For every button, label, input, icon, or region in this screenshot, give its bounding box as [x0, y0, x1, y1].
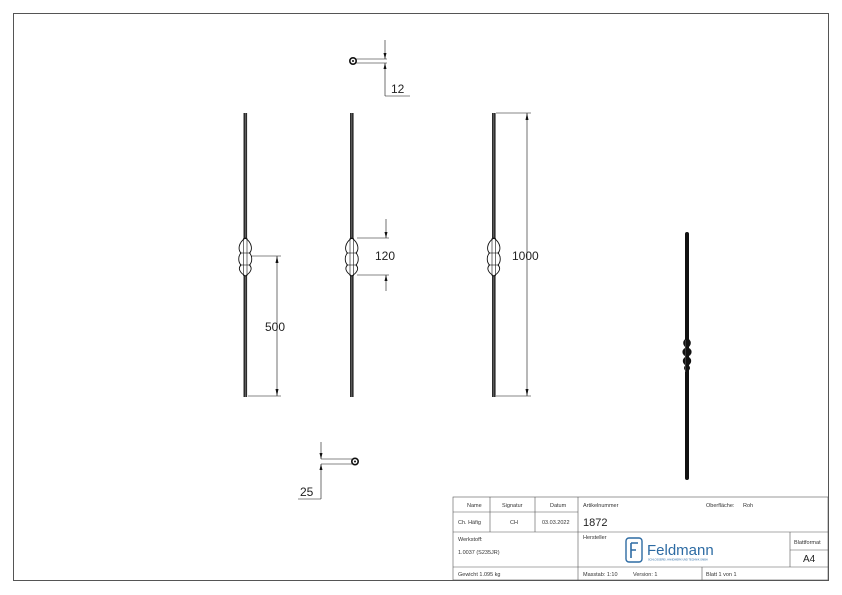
dim-1000	[496, 112, 531, 397]
title-block	[452, 496, 829, 581]
tb-artikel-label: Artikelnummer	[583, 503, 619, 509]
tb-name-label: Name	[467, 503, 482, 509]
tb-gewicht: Gewicht 1.095 kg	[458, 572, 501, 578]
sheet-border	[13, 13, 829, 581]
tb-werkstoff-label: Werkstoff:	[458, 537, 483, 543]
dim-120-label: 120	[375, 249, 395, 263]
tb-blatt: Blatt 1 von 1	[706, 572, 737, 578]
tb-datum-value: 03.03.2022	[542, 520, 570, 526]
tb-version: Version: 1	[633, 572, 657, 578]
bottom-view-square	[298, 442, 359, 500]
feldmann-logo: Feldmann SCHLOSSEREI, HANDWERK UND TECHN…	[625, 537, 714, 563]
tb-massstab: Masstab: 1:10	[583, 572, 618, 578]
tb-oberflaeche-value: Roh	[743, 503, 753, 509]
baluster-front-view-1	[238, 113, 253, 397]
dim-1000-label: 1000	[512, 249, 539, 263]
tb-artikel-value: 1872	[583, 517, 607, 529]
dim-120	[357, 219, 389, 291]
top-view-round	[348, 40, 410, 97]
tb-name-value: Ch. Häfig	[458, 520, 481, 526]
dim-25-label: 25	[300, 485, 314, 499]
tb-signatur-label: Signatur	[502, 503, 523, 509]
baluster-3d-view	[682, 232, 692, 480]
logo-text: Feldmann	[647, 542, 714, 559]
tb-datum-label: Datum	[550, 503, 567, 509]
dim-500-label: 500	[265, 320, 285, 334]
tb-hersteller-label: Hersteller	[583, 535, 607, 541]
tb-blattformat-label: Blattformat	[794, 540, 821, 546]
logo-tagline: SCHLOSSEREI, HANDWERK UND TECHNIK GMBH	[648, 559, 708, 562]
tb-oberflaeche-label: Oberfläche:	[706, 503, 735, 509]
tb-werkstoff-value: 1.0037 (S235JR)	[458, 550, 500, 556]
dim-500	[248, 255, 281, 397]
baluster-front-view-2	[344, 113, 359, 397]
dim-12-label: 12	[391, 82, 405, 96]
baluster-front-view-3	[486, 113, 501, 397]
tb-blattformat-value: A4	[803, 554, 816, 565]
tb-signatur-value: CH	[510, 520, 518, 526]
